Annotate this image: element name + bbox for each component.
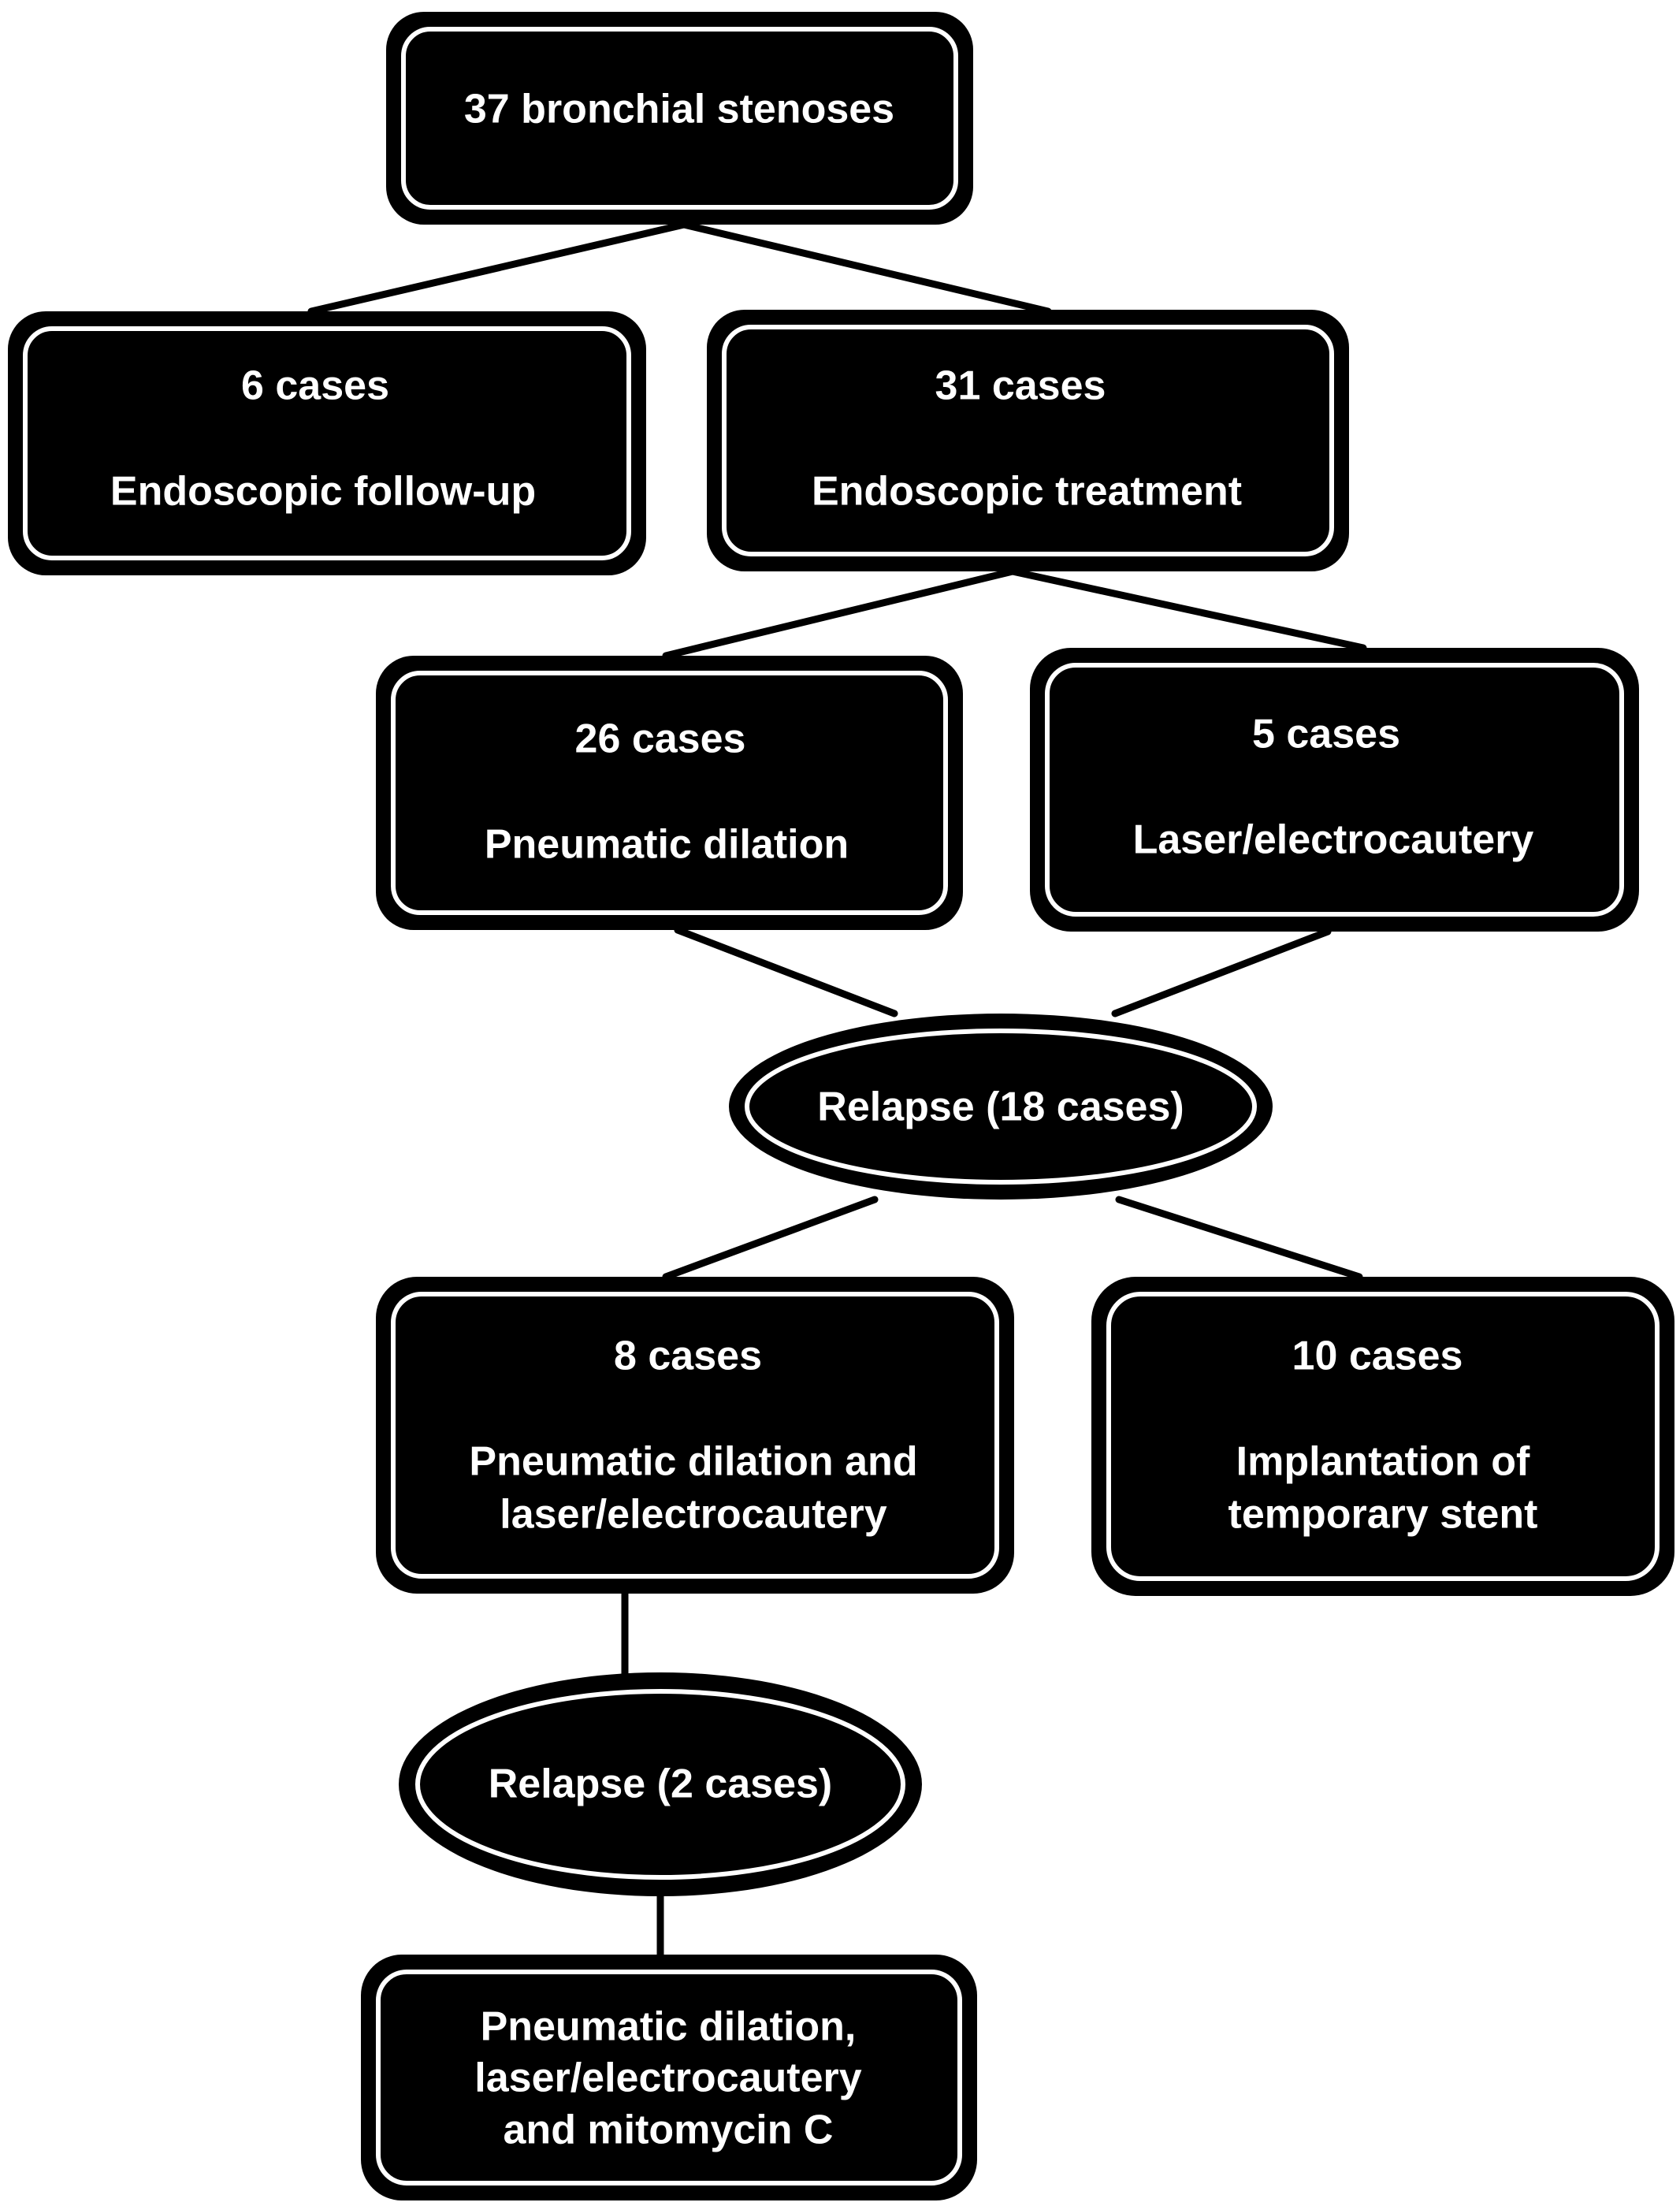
node-relapse-2: Relapse (2 cases) <box>399 1672 922 1896</box>
connector-root-followup <box>307 221 688 315</box>
node-combined-label-line2: laser/electrocautery <box>500 1492 886 1538</box>
node-root-title: 37 bronchial stenoses <box>464 87 894 132</box>
node-combined-count: 8 cases <box>614 1334 762 1379</box>
connector-laser-relapse1 <box>1111 928 1332 1017</box>
node-stent-label-line1: Implantation of <box>1236 1439 1530 1485</box>
connector-treatment-laser <box>1009 567 1367 652</box>
node-relapse-1-label: Relapse (18 cases) <box>817 1084 1184 1130</box>
node-pneumatic-count: 26 cases <box>575 716 746 762</box>
connector-root-treatment <box>680 221 1052 315</box>
node-followup-count: 6 cases <box>241 363 389 409</box>
connectors <box>307 221 1367 1959</box>
node-relapse-1: Relapse (18 cases) <box>729 1014 1273 1200</box>
node-root: 37 bronchial stenoses <box>386 12 973 225</box>
node-stent-count: 10 cases <box>1292 1334 1463 1379</box>
node-stent: 10 cases Implantation of temporary stent <box>1091 1277 1674 1596</box>
node-final-line3: and mitomycin C <box>504 2107 834 2153</box>
node-final-line1: Pneumatic dilation, <box>481 2004 857 2050</box>
node-final: Pneumatic dilation, laser/electrocautery… <box>361 1955 977 2200</box>
node-laser-count: 5 cases <box>1252 712 1400 757</box>
node-combined: 8 cases Pneumatic dilation and laser/ele… <box>376 1277 1014 1594</box>
node-treatment-label: Endoscopic treatment <box>812 469 1242 515</box>
node-combined-label-line1: Pneumatic dilation and <box>469 1439 917 1485</box>
connector-relapse1-stent <box>1115 1196 1363 1281</box>
node-followup: 6 cases Endoscopic follow-up <box>8 311 646 575</box>
node-pneumatic-label: Pneumatic dilation <box>485 822 849 868</box>
node-relapse-2-label: Relapse (2 cases) <box>489 1761 833 1807</box>
connector-treatment-pneumatic <box>662 567 1017 660</box>
node-treatment: 31 cases Endoscopic treatment <box>707 310 1349 571</box>
node-laser: 5 cases Laser/electrocautery <box>1030 648 1639 932</box>
node-final-line2: laser/electrocautery <box>474 2055 861 2101</box>
node-followup-label: Endoscopic follow-up <box>110 469 536 515</box>
node-stent-label-line2: temporary stent <box>1228 1492 1538 1538</box>
node-treatment-count: 31 cases <box>935 363 1106 409</box>
connector-pneumatic-relapse1 <box>674 926 898 1017</box>
node-laser-label: Laser/electrocautery <box>1133 817 1534 863</box>
connector-relapse1-combined <box>662 1196 879 1281</box>
node-pneumatic: 26 cases Pneumatic dilation <box>376 656 963 930</box>
